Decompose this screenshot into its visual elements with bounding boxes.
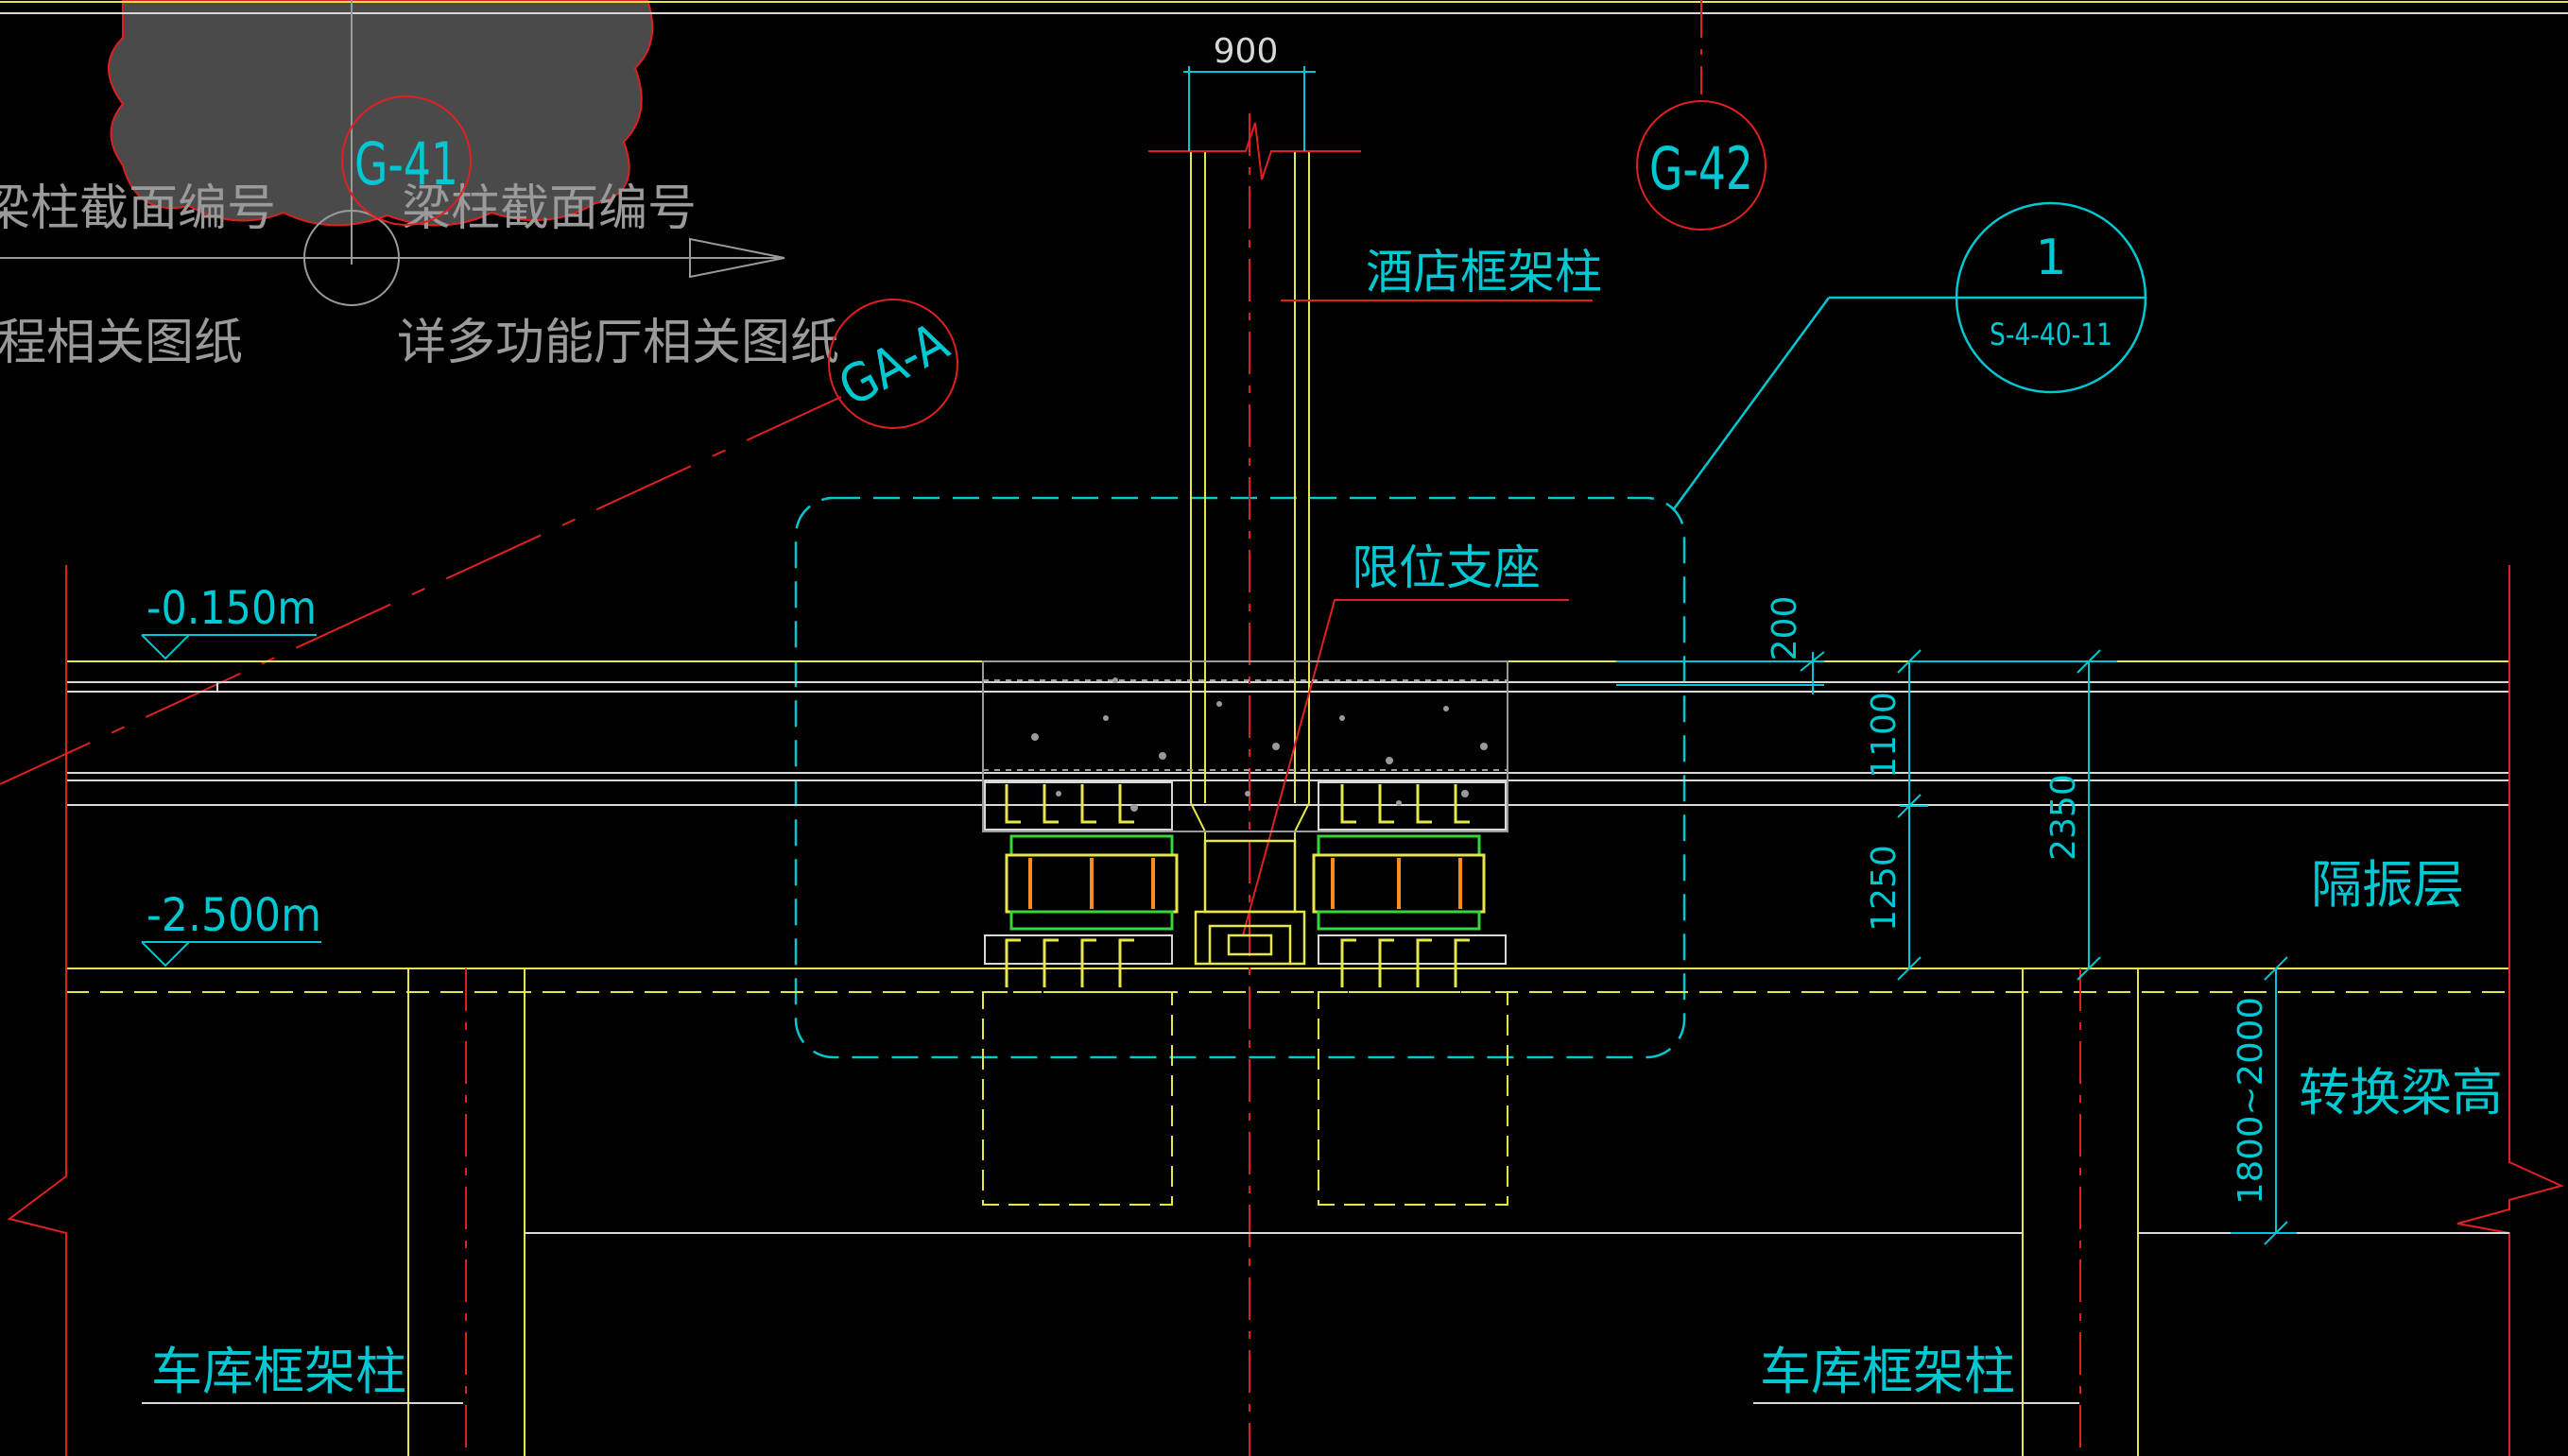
dim-bearing-zone: 1250	[1865, 845, 1904, 932]
axis-bubble-ga-a: GA-A	[828, 299, 958, 429]
detail-boundary	[794, 496, 1686, 1059]
boundary-right	[2456, 565, 2564, 1456]
svg-text:G-41: G-41	[354, 129, 458, 198]
detail-number: 1	[2035, 230, 2066, 286]
dim-slab-gap: 200	[1766, 596, 1804, 661]
dim-transfer-beam: 1800~2000	[2232, 997, 2270, 1205]
svg-text:-2.500m: -2.500m	[146, 889, 321, 942]
garage-column-right	[2022, 968, 2139, 1456]
bg-note-left-top: 梁柱截面编号	[0, 180, 276, 237]
dim-slab-thickness: 1100	[1865, 692, 1904, 779]
concrete-cap	[982, 660, 1508, 832]
hotel-column-label: 酒店框架柱	[1366, 245, 1602, 300]
detail-sheet: S-4-40-11	[1990, 317, 2112, 352]
svg-text:-0.150m: -0.150m	[146, 582, 317, 635]
axis-bubble-g42: G-42	[1636, 100, 1767, 231]
garage-column-right-label: 车库框架柱	[1760, 1342, 2015, 1401]
limit-bearing	[1194, 839, 1306, 966]
detail-callout: 1 S-4-40-11	[1671, 201, 2147, 511]
limit-bearing-leader	[1242, 599, 1569, 936]
hotel-column	[1190, 151, 1310, 841]
transfer-beam-label: 转换梁高	[2299, 1063, 2503, 1122]
column-break-mark	[1148, 122, 1361, 180]
garage-column-left	[407, 968, 526, 1456]
axis-bubble-g41: G-41	[341, 95, 472, 226]
boundary-left	[7, 565, 67, 1456]
garage-column-left-label: 车库框架柱	[151, 1342, 406, 1401]
svg-text:GA-A: GA-A	[829, 311, 957, 419]
elevation-lower: -2.500m	[141, 889, 321, 968]
dim-column-width	[1183, 66, 1316, 151]
slab-lines	[66, 660, 2509, 993]
background-annotation	[0, 0, 785, 306]
isolation-layer-label: 隔振层	[2311, 855, 2464, 915]
concrete-hatch	[1031, 677, 1488, 812]
bg-note-mid-top: 梁柱截面编号	[402, 180, 697, 237]
pedestal-footings	[982, 991, 1508, 1206]
bg-note-mid-bottom: 详多功能厅相关图纸	[397, 315, 839, 371]
revision-cloud	[108, 0, 654, 227]
limit-bearing-label: 限位支座	[1352, 540, 1541, 595]
dim-chain-right	[1616, 649, 2297, 1245]
bg-note-left-bottom: 工程相关图纸	[0, 315, 243, 371]
axis-line-ga-a	[0, 396, 842, 785]
isolation-bearing-right	[1312, 781, 1507, 987]
elevation-upper: -0.150m	[141, 582, 317, 660]
isolation-bearing-left	[984, 781, 1179, 987]
svg-text:G-42: G-42	[1649, 134, 1753, 203]
dim-column-width-text: 900	[1214, 32, 1279, 71]
dim-total-height: 2350	[2044, 774, 2083, 861]
